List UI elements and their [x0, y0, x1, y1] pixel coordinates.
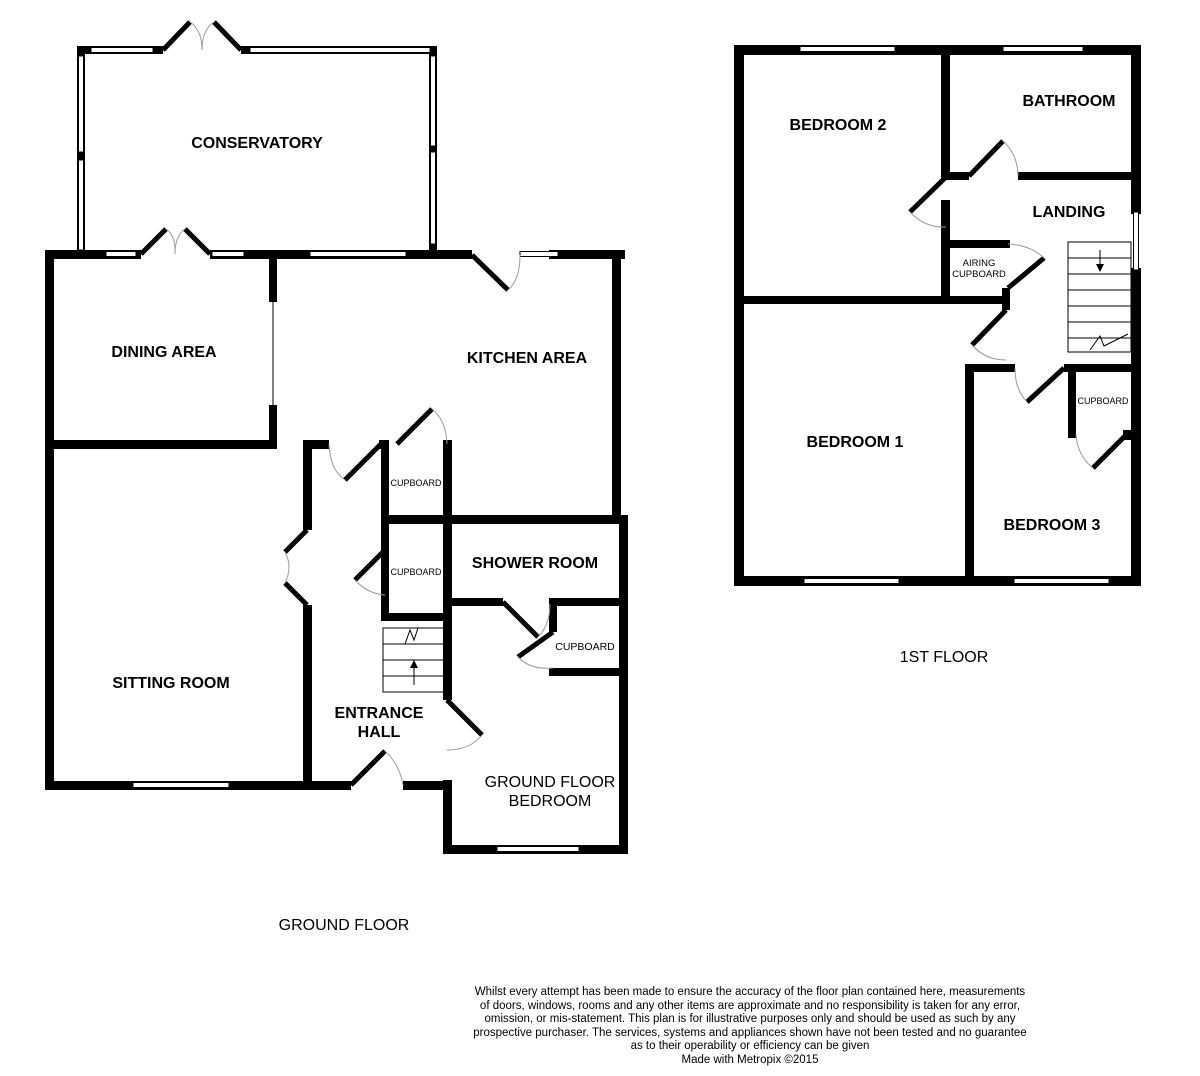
- first-floor-windows: [799, 46, 1139, 584]
- first-floor-walls: [734, 45, 1141, 586]
- shower-room-label: SHOWER ROOM: [472, 555, 598, 572]
- ground-floor-windows: [105, 251, 580, 852]
- disclaimer-line-1: Whilst every attempt has been made to en…: [474, 986, 1026, 998]
- first-floor-doors: [908, 139, 1129, 470]
- disclaimer-line-3: omission, or mis-statement. This plan is…: [484, 1013, 1016, 1026]
- cupboard-label-1: CUPBOARD: [390, 478, 442, 488]
- cupboard-label-2: CUPBOARD: [390, 567, 442, 577]
- first-floor-plan: BEDROOM 2 BATHROOM LANDING AIRING CUPBOA…: [734, 45, 1141, 666]
- disclaimer: Whilst every attempt has been made to en…: [430, 986, 1070, 1068]
- airing-cupboard-label-line1: AIRING: [963, 258, 996, 269]
- ground-floor-bedroom-label-line2: BEDROOM: [509, 793, 592, 810]
- disclaimer-line-5: as to their operability or efficiency ca…: [630, 1040, 870, 1053]
- disclaimer-line-4: prospective purchaser. The services, sys…: [473, 1026, 1027, 1039]
- bedroom-2-label: BEDROOM 2: [790, 117, 887, 134]
- bedroom-1-label: BEDROOM 1: [807, 434, 904, 451]
- entrance-hall-label-line2: HALL: [358, 724, 401, 741]
- sitting-room-label: SITTING ROOM: [112, 675, 229, 692]
- bedroom-3-label: BEDROOM 3: [1004, 517, 1101, 534]
- ground-floor-plan: CONSERVATORY DINING AREA KITCHEN AREA SI…: [45, 20, 628, 934]
- dining-area-label: DINING AREA: [111, 344, 217, 361]
- ground-floor-bedroom-label-line1: GROUND FLOOR: [485, 774, 616, 791]
- first-floor-title: 1ST FLOOR: [900, 649, 989, 666]
- ground-floor-title: GROUND FLOOR: [279, 917, 410, 934]
- first-floor-stairs: [1067, 241, 1132, 353]
- landing-label: LANDING: [1033, 204, 1106, 221]
- cupboard-label-3: CUPBOARD: [555, 641, 615, 653]
- bedroom-3-cupboard-label: CUPBOARD: [1077, 396, 1129, 406]
- ground-floor-walls: [45, 250, 628, 854]
- kitchen-area-label: KITCHEN AREA: [467, 350, 588, 367]
- ground-floor-doors: [139, 227, 555, 787]
- metropix-credit: Made with Metropix ©2015: [681, 1053, 819, 1066]
- conservatory-label: CONSERVATORY: [191, 135, 323, 152]
- conservatory-frame: [77, 20, 437, 256]
- bathroom-label: BATHROOM: [1022, 93, 1115, 110]
- disclaimer-line-2: of doors, windows, rooms and any other i…: [479, 999, 1021, 1012]
- airing-cupboard-label-line2: CUPBOARD: [952, 269, 1006, 280]
- entrance-hall-label-line1: ENTRANCE: [335, 705, 424, 722]
- ground-floor-stairs: [382, 627, 446, 693]
